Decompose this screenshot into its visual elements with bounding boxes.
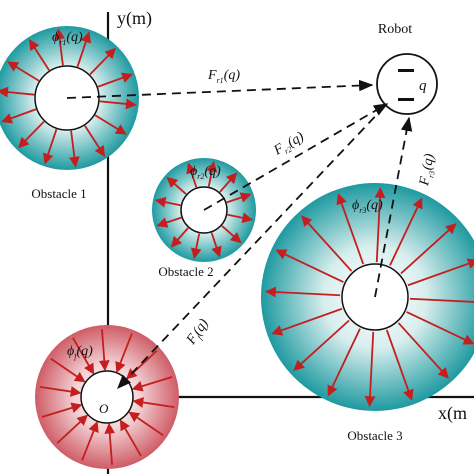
robot-label: Robot xyxy=(378,22,412,37)
y-axis-label: y(m) xyxy=(117,8,152,29)
force-line-r1 xyxy=(66,79,374,99)
obstacle-1-arrow xyxy=(89,47,117,76)
obstacle-3-arrow xyxy=(275,249,344,283)
obstacle-2-arrow xyxy=(154,196,181,208)
goal-arrow xyxy=(39,385,82,397)
obstacle-3-arrow xyxy=(406,311,474,345)
obstacle-2-arrow xyxy=(156,216,182,228)
obstacle-2-arrow xyxy=(166,176,187,195)
force-r1-label: Fr1(q) xyxy=(207,68,240,85)
obstacle-2-repulsive-arrows xyxy=(154,160,254,260)
goal-arrow xyxy=(50,357,86,383)
obstacle-1-arrow xyxy=(76,31,92,68)
goal-arrow xyxy=(115,333,133,373)
goal-arrow xyxy=(41,402,83,418)
goal-arrow xyxy=(56,414,89,444)
force-lines xyxy=(66,79,413,390)
goal-arrow xyxy=(128,411,164,437)
phi-r1-label: ϕr1(q) xyxy=(52,30,83,47)
obstacle-3-arrow xyxy=(397,322,449,379)
obstacle-1-arrow xyxy=(97,72,133,88)
goal-arrow xyxy=(104,422,116,465)
obstacle-2-arrow xyxy=(210,232,222,258)
obstacle-3-arrow xyxy=(407,258,474,287)
obstacle-1-arrow xyxy=(84,125,106,157)
goal-arrow xyxy=(98,329,110,372)
robot: q xyxy=(376,53,438,115)
force-r2-label: Fr2(q) xyxy=(271,129,308,160)
obstacle-3-arrow xyxy=(327,328,361,397)
obstacle-3-label: Obstacle 3 xyxy=(347,428,402,443)
force-r3-label: Fr3(q) xyxy=(417,152,440,188)
robot-body xyxy=(376,53,438,115)
goal-arrow xyxy=(81,421,99,461)
robot-state-label: q xyxy=(419,78,427,94)
robot-wheel-top xyxy=(398,69,414,72)
obstacle-3-repulsive-arrows xyxy=(264,186,474,408)
obstacle-3-arrow xyxy=(293,319,350,371)
obstacle-2-arrow xyxy=(219,172,238,193)
origin-label: O xyxy=(99,401,109,416)
obstacle-3-arrow xyxy=(364,331,376,408)
obstacle-3 xyxy=(261,183,474,411)
force-line-r3 xyxy=(374,116,413,298)
obstacle-1-arrow xyxy=(28,39,50,71)
obstacle-1-arrow xyxy=(42,128,58,165)
goal-arrow xyxy=(119,419,142,457)
goal-arrow xyxy=(72,337,95,375)
force-line-r2 xyxy=(203,103,389,211)
obstacle-2-label: Obstacle 2 xyxy=(158,264,213,279)
phi-r2-label: ϕr2(q) xyxy=(190,164,221,181)
obstacle-1-arrow xyxy=(69,130,80,168)
obstacle-1-arrow xyxy=(0,86,35,98)
obstacle-2-arrow xyxy=(206,160,218,187)
obstacle-1-arrow xyxy=(1,108,37,124)
obstacle-1-arrow xyxy=(94,114,127,135)
obstacle-3-arrow xyxy=(336,193,365,265)
obstacle-2-arrow xyxy=(226,192,252,204)
obstacle-2-arrow xyxy=(170,227,189,248)
obstacle-3-arrow xyxy=(409,296,474,308)
obstacle-2-arrow xyxy=(190,233,202,260)
goal-arrow xyxy=(132,397,175,409)
obstacle-1-arrow xyxy=(17,120,45,149)
obstacle-3-arrow xyxy=(389,197,423,266)
obstacle-1-label: Obstacle 1 xyxy=(31,186,86,201)
obstacle-2-arrow xyxy=(227,212,254,224)
force-f-label: Ff(q) xyxy=(183,316,213,349)
obstacle-1-arrow xyxy=(54,28,65,66)
obstacle-3-arrow xyxy=(271,307,343,336)
obstacle-1-arrow xyxy=(7,61,40,82)
force-line-f xyxy=(117,105,386,390)
obstacle-2-arrow xyxy=(186,162,198,188)
phi-f-label: ϕf(q) xyxy=(67,344,93,361)
obstacle-3-arrow xyxy=(385,329,414,401)
x-axis-label: x(m xyxy=(438,403,467,424)
robot-wheel-bottom xyxy=(398,98,414,101)
obstacle-3-arrow xyxy=(374,186,386,263)
obstacle-2-arrow xyxy=(221,225,242,244)
obstacle-3-arrow xyxy=(400,223,457,275)
obstacle-1-repulsive-arrows xyxy=(0,28,137,168)
obstacle-3-arrow xyxy=(264,286,341,298)
phi-r3-label: ϕr3(q) xyxy=(352,198,383,215)
obstacle-1-arrow xyxy=(99,98,137,110)
obstacle-3-arrow xyxy=(301,215,353,272)
goal-arrow xyxy=(131,376,173,392)
